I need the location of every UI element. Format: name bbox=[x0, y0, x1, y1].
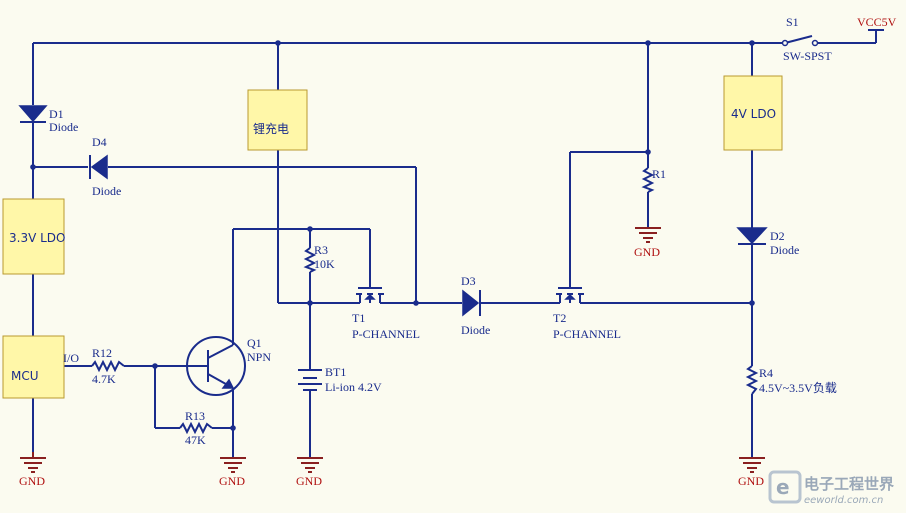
switch-s1: S1 SW-SPST bbox=[781, 15, 832, 63]
d4-ref: D4 bbox=[92, 135, 107, 149]
d2-value: Diode bbox=[770, 243, 799, 257]
ground-q1: GND bbox=[219, 457, 246, 488]
resistor-r12: R12 4.7K bbox=[91, 346, 125, 386]
q1-value: NPN bbox=[247, 350, 271, 364]
ground-battery: GND bbox=[296, 457, 323, 488]
ldo-3v3-block: 3.3V LDO bbox=[2, 198, 65, 275]
d3-value: Diode bbox=[461, 323, 490, 337]
wires bbox=[32, 29, 884, 458]
mosfet-t1: T1 P-CHANNEL bbox=[352, 287, 420, 341]
switch-ref: S1 bbox=[786, 15, 799, 29]
ldo-4v-label: 4V LDO bbox=[731, 107, 776, 121]
t1-value: P-CHANNEL bbox=[352, 327, 420, 341]
charger-block: 锂充电 bbox=[247, 89, 308, 151]
t1-ref: T1 bbox=[352, 311, 365, 325]
resistor-r13: R13 47K bbox=[179, 409, 213, 447]
watermark-logo: e 电子工程世界 eeworld.com.cn bbox=[768, 470, 894, 506]
mosfet-t2: T2 P-CHANNEL bbox=[553, 287, 621, 341]
diode-d3: D3 Diode bbox=[461, 274, 490, 337]
r13-value: 47K bbox=[185, 433, 206, 447]
bt1-value: Li-ion 4.2V bbox=[325, 380, 382, 394]
bt1-ref: BT1 bbox=[325, 365, 346, 379]
watermark-cn: 电子工程世界 bbox=[804, 475, 894, 493]
svg-text:e: e bbox=[776, 475, 790, 499]
battery-bt1: BT1 Li-ion 4.2V bbox=[298, 365, 382, 394]
watermark-en: eeworld.com.cn bbox=[804, 495, 883, 506]
ground-r1: GND bbox=[634, 227, 661, 259]
r4-ref: R4 bbox=[759, 366, 773, 380]
gnd-label-q1: GND bbox=[219, 474, 245, 488]
gnd-label-r4: GND bbox=[738, 474, 764, 488]
r4-value: 4.5V~3.5V负载 bbox=[759, 381, 837, 395]
d4-value: Diode bbox=[92, 184, 121, 198]
ldo-4v-block: 4V LDO bbox=[723, 75, 783, 151]
diode-d2: D2 Diode bbox=[736, 227, 799, 257]
r1-ref: R1 bbox=[652, 167, 666, 181]
vcc-label: VCC5V bbox=[857, 15, 897, 29]
t2-ref: T2 bbox=[553, 311, 566, 325]
ground-mcu: GND bbox=[19, 452, 46, 488]
charger-label: 锂充电 bbox=[253, 121, 289, 136]
switch-value: SW-SPST bbox=[783, 49, 832, 63]
r13-ref: R13 bbox=[185, 409, 205, 423]
d1-ref: D1 bbox=[49, 107, 64, 121]
resistor-r3: R3 10K bbox=[303, 243, 335, 273]
gnd-label-r1: GND bbox=[634, 245, 660, 259]
d1-value: Diode bbox=[49, 120, 78, 134]
mcu-io-label: I/O bbox=[63, 351, 79, 365]
r3-value: 10K bbox=[314, 257, 335, 271]
r12-ref: R12 bbox=[92, 346, 112, 360]
junctions bbox=[30, 40, 755, 431]
gnd-label-battery: GND bbox=[296, 474, 322, 488]
diode-d4: D4 Diode bbox=[89, 135, 121, 198]
ground-r4: GND bbox=[738, 457, 765, 488]
diode-d1: D1 Diode bbox=[18, 105, 78, 134]
mcu-label: MCU bbox=[11, 369, 39, 383]
d2-ref: D2 bbox=[770, 229, 785, 243]
q1-ref: Q1 bbox=[247, 336, 262, 350]
t2-value: P-CHANNEL bbox=[553, 327, 621, 341]
resistor-r4: R4 4.5V~3.5V负载 bbox=[745, 365, 837, 395]
gnd-label-mcu: GND bbox=[19, 474, 45, 488]
resistor-r1: R1 bbox=[641, 167, 666, 193]
npn-transistor-q1: Q1 NPN bbox=[186, 336, 271, 396]
ldo-3v3-label: 3.3V LDO bbox=[9, 231, 65, 245]
mcu-block: MCU I/O bbox=[2, 335, 79, 399]
d3-ref: D3 bbox=[461, 274, 476, 288]
r3-ref: R3 bbox=[314, 243, 328, 257]
r12-value: 4.7K bbox=[92, 372, 116, 386]
